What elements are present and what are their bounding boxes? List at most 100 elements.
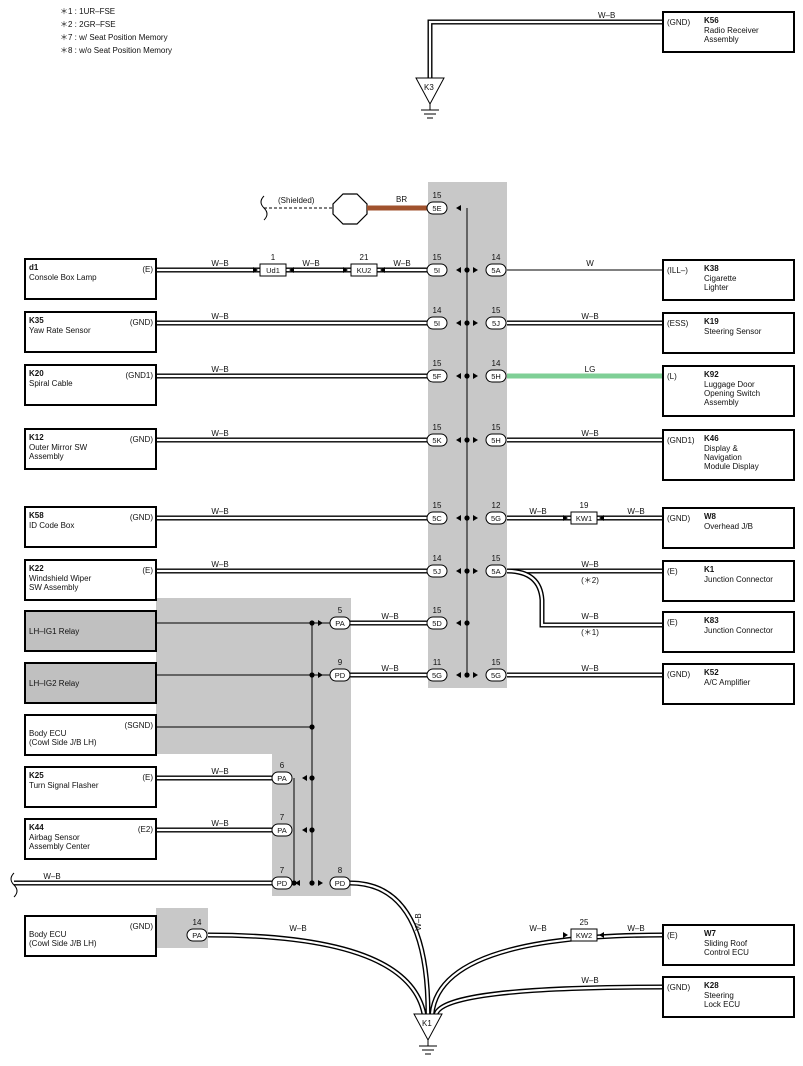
- wire-label-11: W–B: [581, 429, 598, 438]
- arrow-icon: [318, 880, 323, 886]
- pin-15-number: 15: [492, 658, 501, 667]
- right-component-3-code: K92: [704, 370, 719, 379]
- pin-9-number: 15: [433, 501, 442, 510]
- left-component-6-name: LH–IG1 Relay: [29, 627, 79, 636]
- arrow-icon: [473, 373, 478, 379]
- arrow-icon: [318, 672, 323, 678]
- arrow-icon: [456, 568, 461, 574]
- right-component-7-code: K83: [704, 616, 719, 625]
- left-component-5: [24, 559, 157, 601]
- arrow-icon: [295, 880, 300, 886]
- lpin-4: [271, 876, 293, 890]
- inline-connector-1: [350, 263, 378, 277]
- right-component-10: [662, 976, 795, 1018]
- pin-8-number: 15: [492, 423, 501, 432]
- arrow-icon: [563, 932, 568, 938]
- left-component-0-name: Console Box Lamp: [29, 273, 97, 282]
- inline-connector-3-label: KW2: [576, 931, 592, 940]
- wire-label-26: W–B: [627, 924, 644, 933]
- pin-6-number: 14: [492, 359, 501, 368]
- pin-5-number: 15: [433, 359, 442, 368]
- left-component-11-terminal: (GND): [130, 922, 153, 931]
- arrow-icon: [563, 515, 568, 521]
- junction-dot: [464, 267, 470, 273]
- left-component-5-name: Windshield Wiper: [29, 574, 92, 583]
- shielded-label: (Shielded): [278, 196, 315, 205]
- left-component-11-name: Body ECU: [29, 930, 67, 939]
- right-component-8-code: K52: [704, 668, 719, 677]
- wire-label-5: W–B: [211, 429, 228, 438]
- right-component-9-name2: Control ECU: [704, 948, 749, 957]
- arrow-icon: [473, 568, 478, 574]
- wire-label-12: W–B: [529, 507, 546, 516]
- pin-2: [485, 263, 507, 277]
- left-component-9: [24, 766, 157, 808]
- inline-connector-2-label: KW1: [576, 514, 592, 523]
- left-component-1: [24, 311, 157, 353]
- note-2: ＊2 : 2GR–FSE: [60, 20, 116, 29]
- left-component-1-code: K35: [29, 316, 44, 325]
- note-7: ＊7 : w/ Seat Position Memory: [60, 33, 168, 42]
- right-component-3-name: Luggage Door: [704, 380, 755, 389]
- left-component-10: [24, 818, 157, 860]
- lpin-6: [186, 928, 208, 942]
- inline-connector-0-number: 1: [271, 253, 276, 262]
- pin-10-label: 5G: [491, 514, 501, 523]
- pin-12-number: 15: [492, 554, 501, 563]
- pin-6-label: 5H: [491, 372, 501, 381]
- left-component-2-code: K20: [29, 369, 44, 378]
- junction-dot: [464, 373, 470, 379]
- pin-13-number: 15: [433, 606, 442, 615]
- arrow-icon: [318, 620, 323, 626]
- inline-connector-0-label: Ud1: [266, 266, 280, 275]
- arrow-icon: [456, 620, 461, 626]
- wire-label-19: W–B: [381, 612, 398, 621]
- wire-label-9: W–B: [581, 312, 598, 321]
- left-component-9-code: K25: [29, 771, 44, 780]
- pin-12-label: 5A: [491, 567, 500, 576]
- wire-core: [434, 985, 664, 1015]
- lpin-5-number: 8: [338, 866, 343, 875]
- pin-15-label: 5G: [491, 671, 501, 680]
- right-component-2-name: Steering Sensor: [704, 327, 762, 336]
- lpin-4-number: 7: [280, 866, 285, 875]
- right-component-4-name3: Module Display: [704, 462, 759, 471]
- wire-label-22: W–B: [211, 819, 228, 828]
- right-component-0-name: Radio Receiver: [704, 26, 759, 35]
- wire-label-16: W–B: [581, 612, 598, 621]
- arrow-icon: [473, 320, 478, 326]
- arrow-icon: [302, 827, 307, 833]
- wire-label: W–B: [598, 11, 615, 20]
- left-component-8-name2: (Cowl Side J/B LH): [29, 738, 97, 747]
- notes-legend: ＊1 : 1UR–FSE ＊2 : 2GR–FSE ＊7 : w/ Seat P…: [60, 7, 172, 55]
- inline-connector-1-number: 21: [360, 253, 369, 262]
- wire-label-3: W–B: [211, 312, 228, 321]
- left-component-10-code: K44: [29, 823, 44, 832]
- lpin-5: [329, 876, 351, 890]
- k56-ground-circuit: W–B K3: [415, 11, 663, 119]
- pin-4: [485, 316, 507, 330]
- inline-connector-2: [570, 511, 598, 525]
- lpin-3-number: 7: [280, 813, 285, 822]
- lpin-0: [329, 616, 351, 630]
- lpin-1-label: PD: [335, 671, 346, 680]
- wire-core: [430, 933, 664, 1015]
- left-component-3-name: Outer Mirror SW: [29, 443, 88, 452]
- shielded-circuit: (Shielded) BR: [260, 193, 428, 225]
- pin-4-label: 5J: [492, 319, 500, 328]
- ground-k1-label: K1: [422, 1019, 432, 1028]
- wire-label-13: W–B: [627, 507, 644, 516]
- left-component-2-terminal: (GND1): [125, 371, 153, 380]
- right-component-10-code: K28: [704, 981, 719, 990]
- left-component-10-name2: Assembly Center: [29, 842, 90, 851]
- right-component-4: [662, 429, 795, 481]
- arrow-icon: [456, 373, 461, 379]
- pin-3-number: 14: [433, 306, 442, 315]
- pin-12: [485, 564, 507, 578]
- wire-label-10: LG: [585, 365, 596, 374]
- arrow-icon: [380, 267, 385, 273]
- left-component-11-name2: (Cowl Side J/B LH): [29, 939, 97, 948]
- right-component-9: [662, 924, 795, 966]
